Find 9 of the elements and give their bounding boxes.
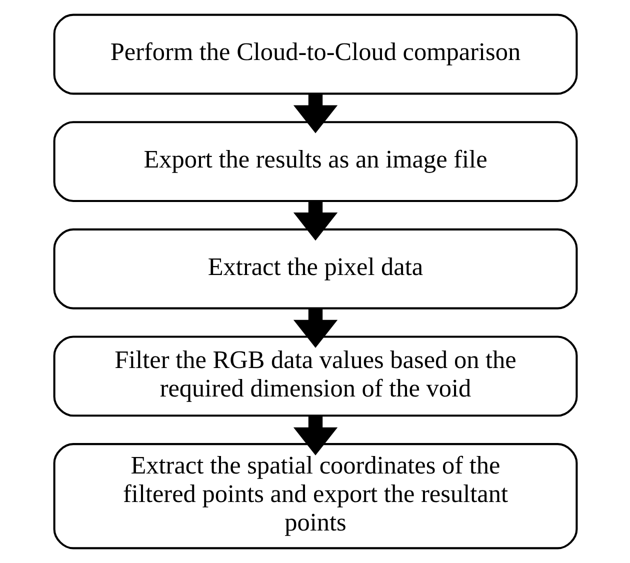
arrow: [292, 94, 338, 134]
node-box: Extract the spatial coordinates of the filtered points and export the resultant points: [52, 443, 578, 550]
arrow: [292, 416, 338, 456]
arrow: [292, 308, 338, 348]
node-box: Extract the pixel data: [52, 228, 578, 310]
arrow: [292, 201, 338, 241]
node-box: Filter the RGB data values based on the required dimension of the void: [52, 336, 578, 417]
node-box: Export the results as an image file: [52, 121, 578, 202]
node-box: Perform the Cloud-to-Cloud comparison: [52, 14, 578, 95]
